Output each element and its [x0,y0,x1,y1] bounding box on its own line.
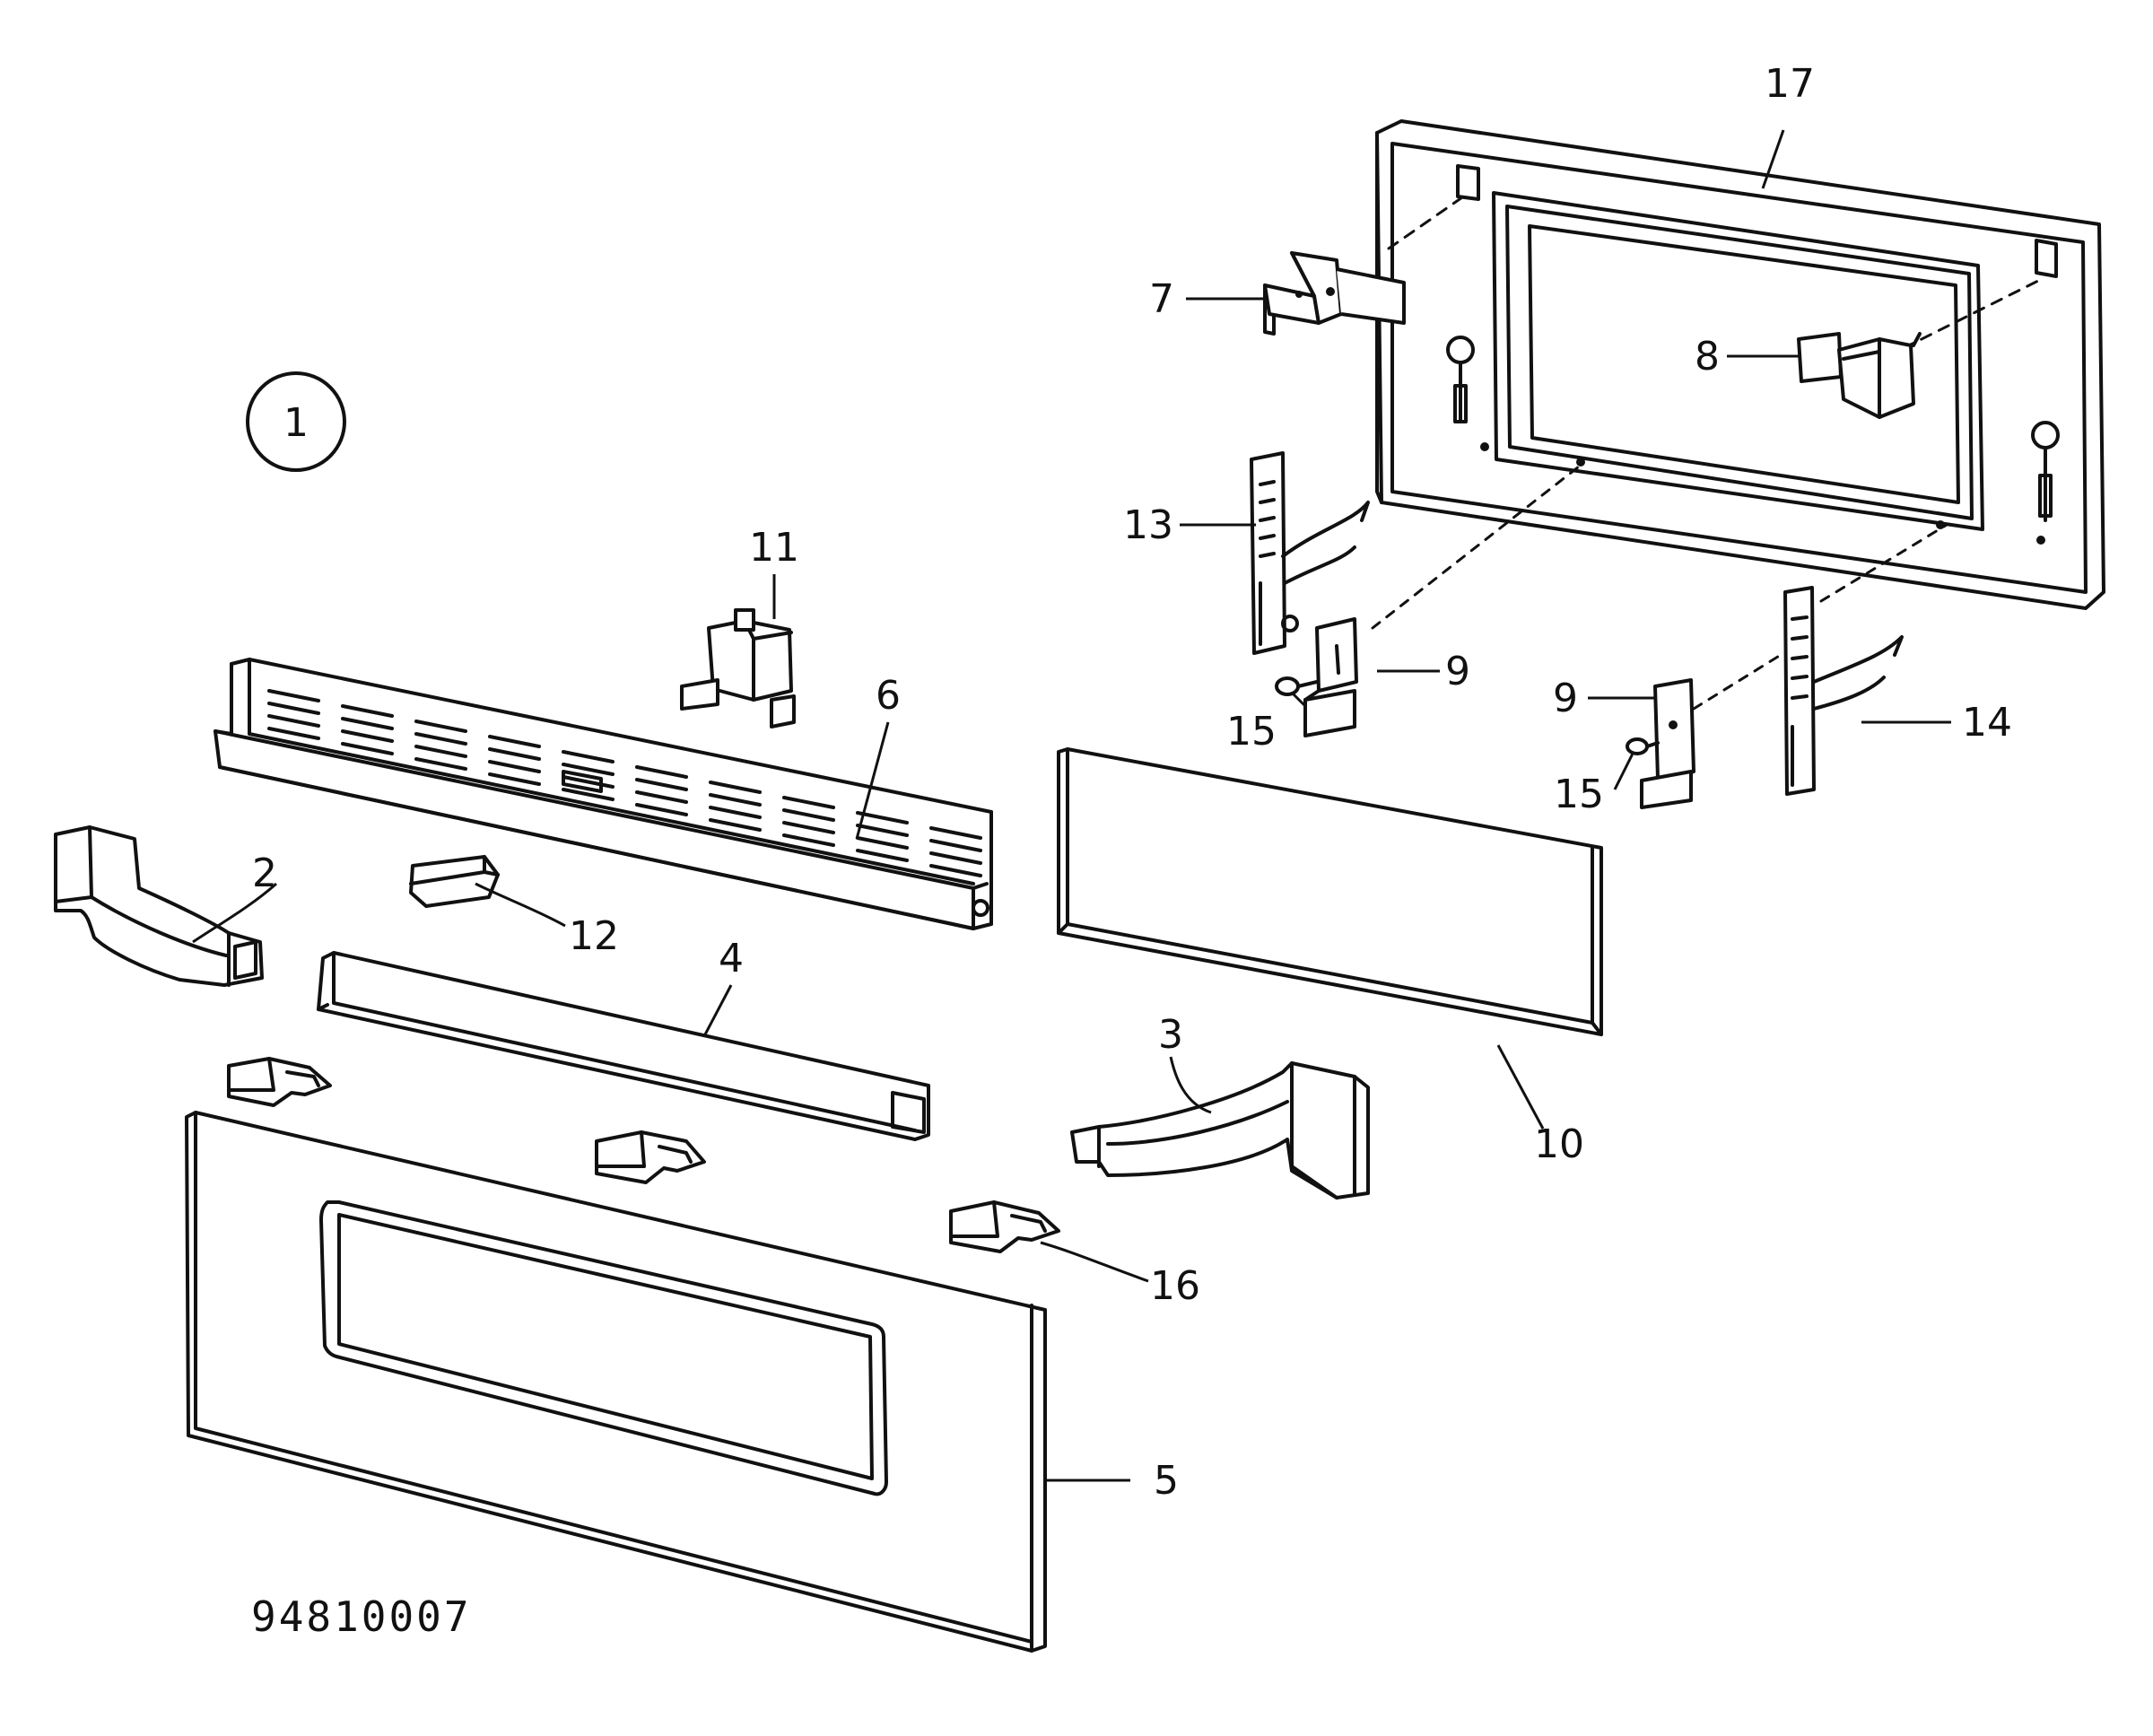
vent-slot [856,811,909,824]
vent-slot [562,750,615,763]
callout-3: 3 [1158,1012,1183,1058]
vent-slot [267,714,320,728]
vent-slot [341,742,394,755]
vent-slot [414,745,467,758]
vent-slot [562,775,615,789]
callout-8: 8 [1695,334,1720,379]
drawing-reference-code: 94810007 [251,1592,472,1641]
callout-labels: 17 7 8 13 9 15 9 15 14 11 6 2 12 4 3 10 … [252,61,2012,1504]
part-2-handle-end-left [54,825,264,987]
callout-2: 2 [252,851,277,896]
part-7-bracket [1263,251,1406,336]
vent-slot [267,689,320,702]
vent-slot [635,803,688,816]
vent-slot [267,702,320,715]
part-9-clip-left [1303,617,1358,737]
callout-10: 10 [1534,1121,1584,1167]
part-6-control-strip [214,658,993,930]
vent-slot [929,826,982,840]
vent-slot [635,790,688,804]
vent-slot [341,729,394,743]
part-17-inner-door-frame [1375,119,2105,610]
part-16-clip-1 [227,1057,332,1107]
vent-slot [488,747,541,761]
vent-slot [635,765,688,779]
vent-slot [929,851,982,865]
figure-number-badge: 1 [246,371,346,472]
callout-15-left: 15 [1226,709,1277,755]
part-9-clip-right [1640,653,1783,809]
part-15-screw-right [1626,737,1660,755]
part-16-clip-2 [595,1130,706,1184]
vent-slot [929,864,982,877]
part-3-handle-end-right [1070,1061,1370,1199]
part-5-outer-door-panel [185,1111,1047,1653]
callout-4: 4 [719,936,744,981]
callout-13: 13 [1123,502,1173,548]
vent-slot [414,732,467,746]
part-14-hinge [1783,523,1948,796]
part-16-clip-3 [949,1200,1060,1253]
vent-slot [562,788,615,801]
vent-slot [488,772,541,786]
vent-slot [562,763,615,776]
part-11-switch [680,608,796,728]
vent-slot [782,833,835,847]
vent-slot [782,796,835,809]
callout-17: 17 [1765,61,1815,107]
callout-9-right: 9 [1553,676,1578,721]
part-8-bracket [1797,332,1922,419]
vent-slot [782,821,835,834]
vent-slot [709,781,762,794]
callout-leaders [192,129,1951,1482]
vent-slot [414,757,467,771]
vent-slot [856,849,909,862]
vent-slot [488,760,541,773]
vent-slot [488,735,541,748]
vent-slot [709,793,762,807]
vent-slot [414,720,467,733]
vent-slot [635,778,688,791]
vent-slot [709,818,762,832]
figure-number-text: 1 [283,400,309,446]
part-13-hinge [1250,451,1581,655]
vent-slot [929,839,982,852]
vent-slot [856,836,909,850]
part-12-knob [409,855,500,908]
vent-slot [341,704,394,718]
callout-5: 5 [1154,1458,1179,1504]
vent-slot [267,727,320,740]
callout-6: 6 [876,673,901,719]
part-4-handle-bar [317,951,930,1141]
callout-14: 14 [1962,700,2012,746]
callout-12: 12 [569,913,619,959]
ventilation-slots [267,689,982,877]
callout-15-right: 15 [1554,772,1604,817]
callout-7: 7 [1149,276,1174,322]
vent-slot [341,717,394,730]
callout-16: 16 [1150,1263,1200,1309]
vent-slot [709,806,762,819]
vent-slot [782,808,835,822]
part-15-screw-left [1275,676,1319,696]
vent-slot [856,824,909,837]
callout-9-left: 9 [1445,649,1470,694]
callout-11: 11 [749,525,799,571]
part-10-glass-panel [1057,747,1603,1036]
